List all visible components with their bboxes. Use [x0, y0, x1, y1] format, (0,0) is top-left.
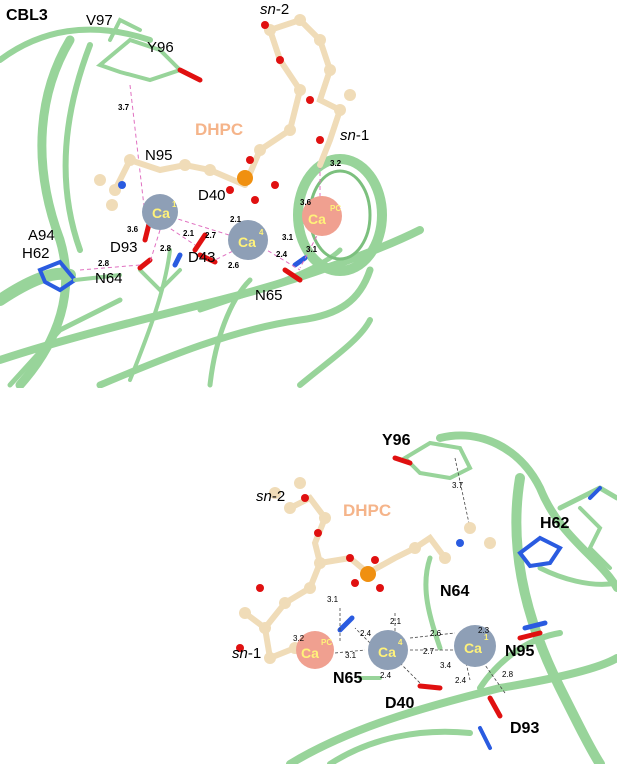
lipid-sn2-label: sn-2 [260, 1, 289, 18]
ion-ca4-label: Ca [378, 644, 396, 660]
distance-label: 2.1 [183, 229, 195, 238]
distance-label: 2.1 [230, 215, 242, 224]
residue-n64: N64 [95, 270, 123, 287]
ion-capc: Ca PC [302, 196, 342, 236]
distance-label: 2.4 [276, 250, 288, 259]
distance-label: 3.6 [127, 225, 139, 234]
residue-n95: N95 [505, 643, 534, 660]
distance-label: 2.8 [502, 670, 514, 679]
residue-n65: N65 [333, 670, 362, 687]
residue-n65: N65 [255, 287, 283, 304]
ion-ca4-superscript: 4 [398, 638, 403, 647]
ion-ca4-label: Ca [238, 234, 256, 250]
residue-y96: Y96 [382, 432, 411, 449]
residue-d40: D40 [385, 695, 414, 712]
ion-capc-superscript: PC [321, 638, 332, 647]
lipid-sn1-label: sn-1 [340, 127, 369, 144]
ion-ca4: Ca 4 [228, 220, 268, 260]
ion-ca1: Ca 1 [454, 625, 496, 667]
distance-label: 2.4 [360, 629, 372, 638]
contact-lines [79, 84, 321, 271]
ion-ca1-label: Ca [464, 640, 482, 656]
ion-ca4: Ca 4 [368, 630, 408, 670]
lipid-label: DHPC [343, 501, 391, 520]
protein-ribbon [0, 26, 424, 388]
protein-ribbon [286, 431, 617, 764]
distance-label: 2.7 [205, 231, 217, 240]
binding-site-render: Ca PC Ca 4 Ca 1 Y96 H62 N64 N95 N65 D40 … [232, 431, 617, 764]
residue-d93: D93 [110, 239, 138, 256]
ion-capc: Ca PC [296, 631, 334, 669]
residue-v97: V97 [86, 12, 113, 29]
ion-capc-superscript: PC [330, 204, 341, 213]
distance-label: 3.1 [345, 651, 357, 660]
side-chain-sticks [37, 17, 308, 293]
residue-d93: D93 [510, 720, 539, 737]
distance-label: 2.7 [423, 647, 435, 656]
residue-a94: A94 [28, 227, 55, 244]
distance-label: 3.4 [440, 661, 452, 670]
residue-h62: H62 [22, 245, 50, 262]
distance-label: 3.2 [330, 159, 342, 168]
distance-label: 2.6 [228, 261, 240, 270]
distance-label: 3.7 [118, 103, 130, 112]
ion-ca1-superscript: 1 [484, 633, 489, 642]
residue-n64: N64 [440, 583, 469, 600]
distance-labels: 3.7 3.6 2.1 2.8 2.7 2.6 2.1 3.1 2.4 3.6 … [98, 103, 342, 270]
distance-label: 3.6 [300, 198, 312, 207]
lipid-sn2-label: sn-2 [256, 488, 285, 505]
lipid-sn1-label: sn-1 [232, 645, 261, 662]
residue-h62: H62 [540, 515, 569, 532]
residue-d40: D40 [198, 187, 226, 204]
cbl3-structure-render: Ca 1 Ca 4 Ca PC CBL3 V97 Y96 N95 A94 H62… [0, 1, 424, 388]
ion-capc-label: Ca [308, 211, 326, 227]
dhpc-molecule [236, 477, 496, 664]
ion-capc-label: Ca [301, 645, 319, 661]
distance-label: 3.1 [306, 245, 318, 254]
lipid-label: DHPC [195, 120, 243, 139]
distance-label: 2.3 [478, 626, 490, 635]
ion-ca4-superscript: 4 [259, 228, 264, 237]
distance-label: 2.8 [160, 244, 172, 253]
residue-n95: N95 [145, 147, 173, 164]
distance-label: 2.4 [455, 676, 467, 685]
residue-y96: Y96 [147, 39, 174, 56]
distance-label: 2.4 [380, 671, 392, 680]
ion-ca1: Ca 1 [142, 194, 178, 230]
distance-label: 3.7 [452, 481, 464, 490]
dhpc-molecule [94, 14, 356, 211]
distance-label: 3.1 [327, 595, 339, 604]
distance-labels: 3.7 3.1 2.1 2.6 2.3 3.2 2.4 3.1 2.7 2.4 … [293, 481, 514, 685]
distance-label: 2.6 [430, 629, 442, 638]
ion-ca1-label: Ca [152, 205, 170, 221]
ion-ca1-superscript: 1 [172, 200, 177, 209]
distance-label: 2.1 [390, 617, 402, 626]
binding-site-panel: Ca PC Ca 4 Ca 1 Y96 H62 N64 N95 N65 D40 … [0, 388, 617, 764]
panel-label: CBL3 [6, 7, 48, 24]
distance-label: 2.8 [98, 259, 110, 268]
side-chain-sticks [337, 440, 612, 750]
distance-label: 3.2 [293, 634, 305, 643]
distance-label: 3.1 [282, 233, 294, 242]
residue-d43: D43 [188, 249, 216, 266]
cbl3-structure-panel: Ca 1 Ca 4 Ca PC CBL3 V97 Y96 N95 A94 H62… [0, 1, 424, 388]
